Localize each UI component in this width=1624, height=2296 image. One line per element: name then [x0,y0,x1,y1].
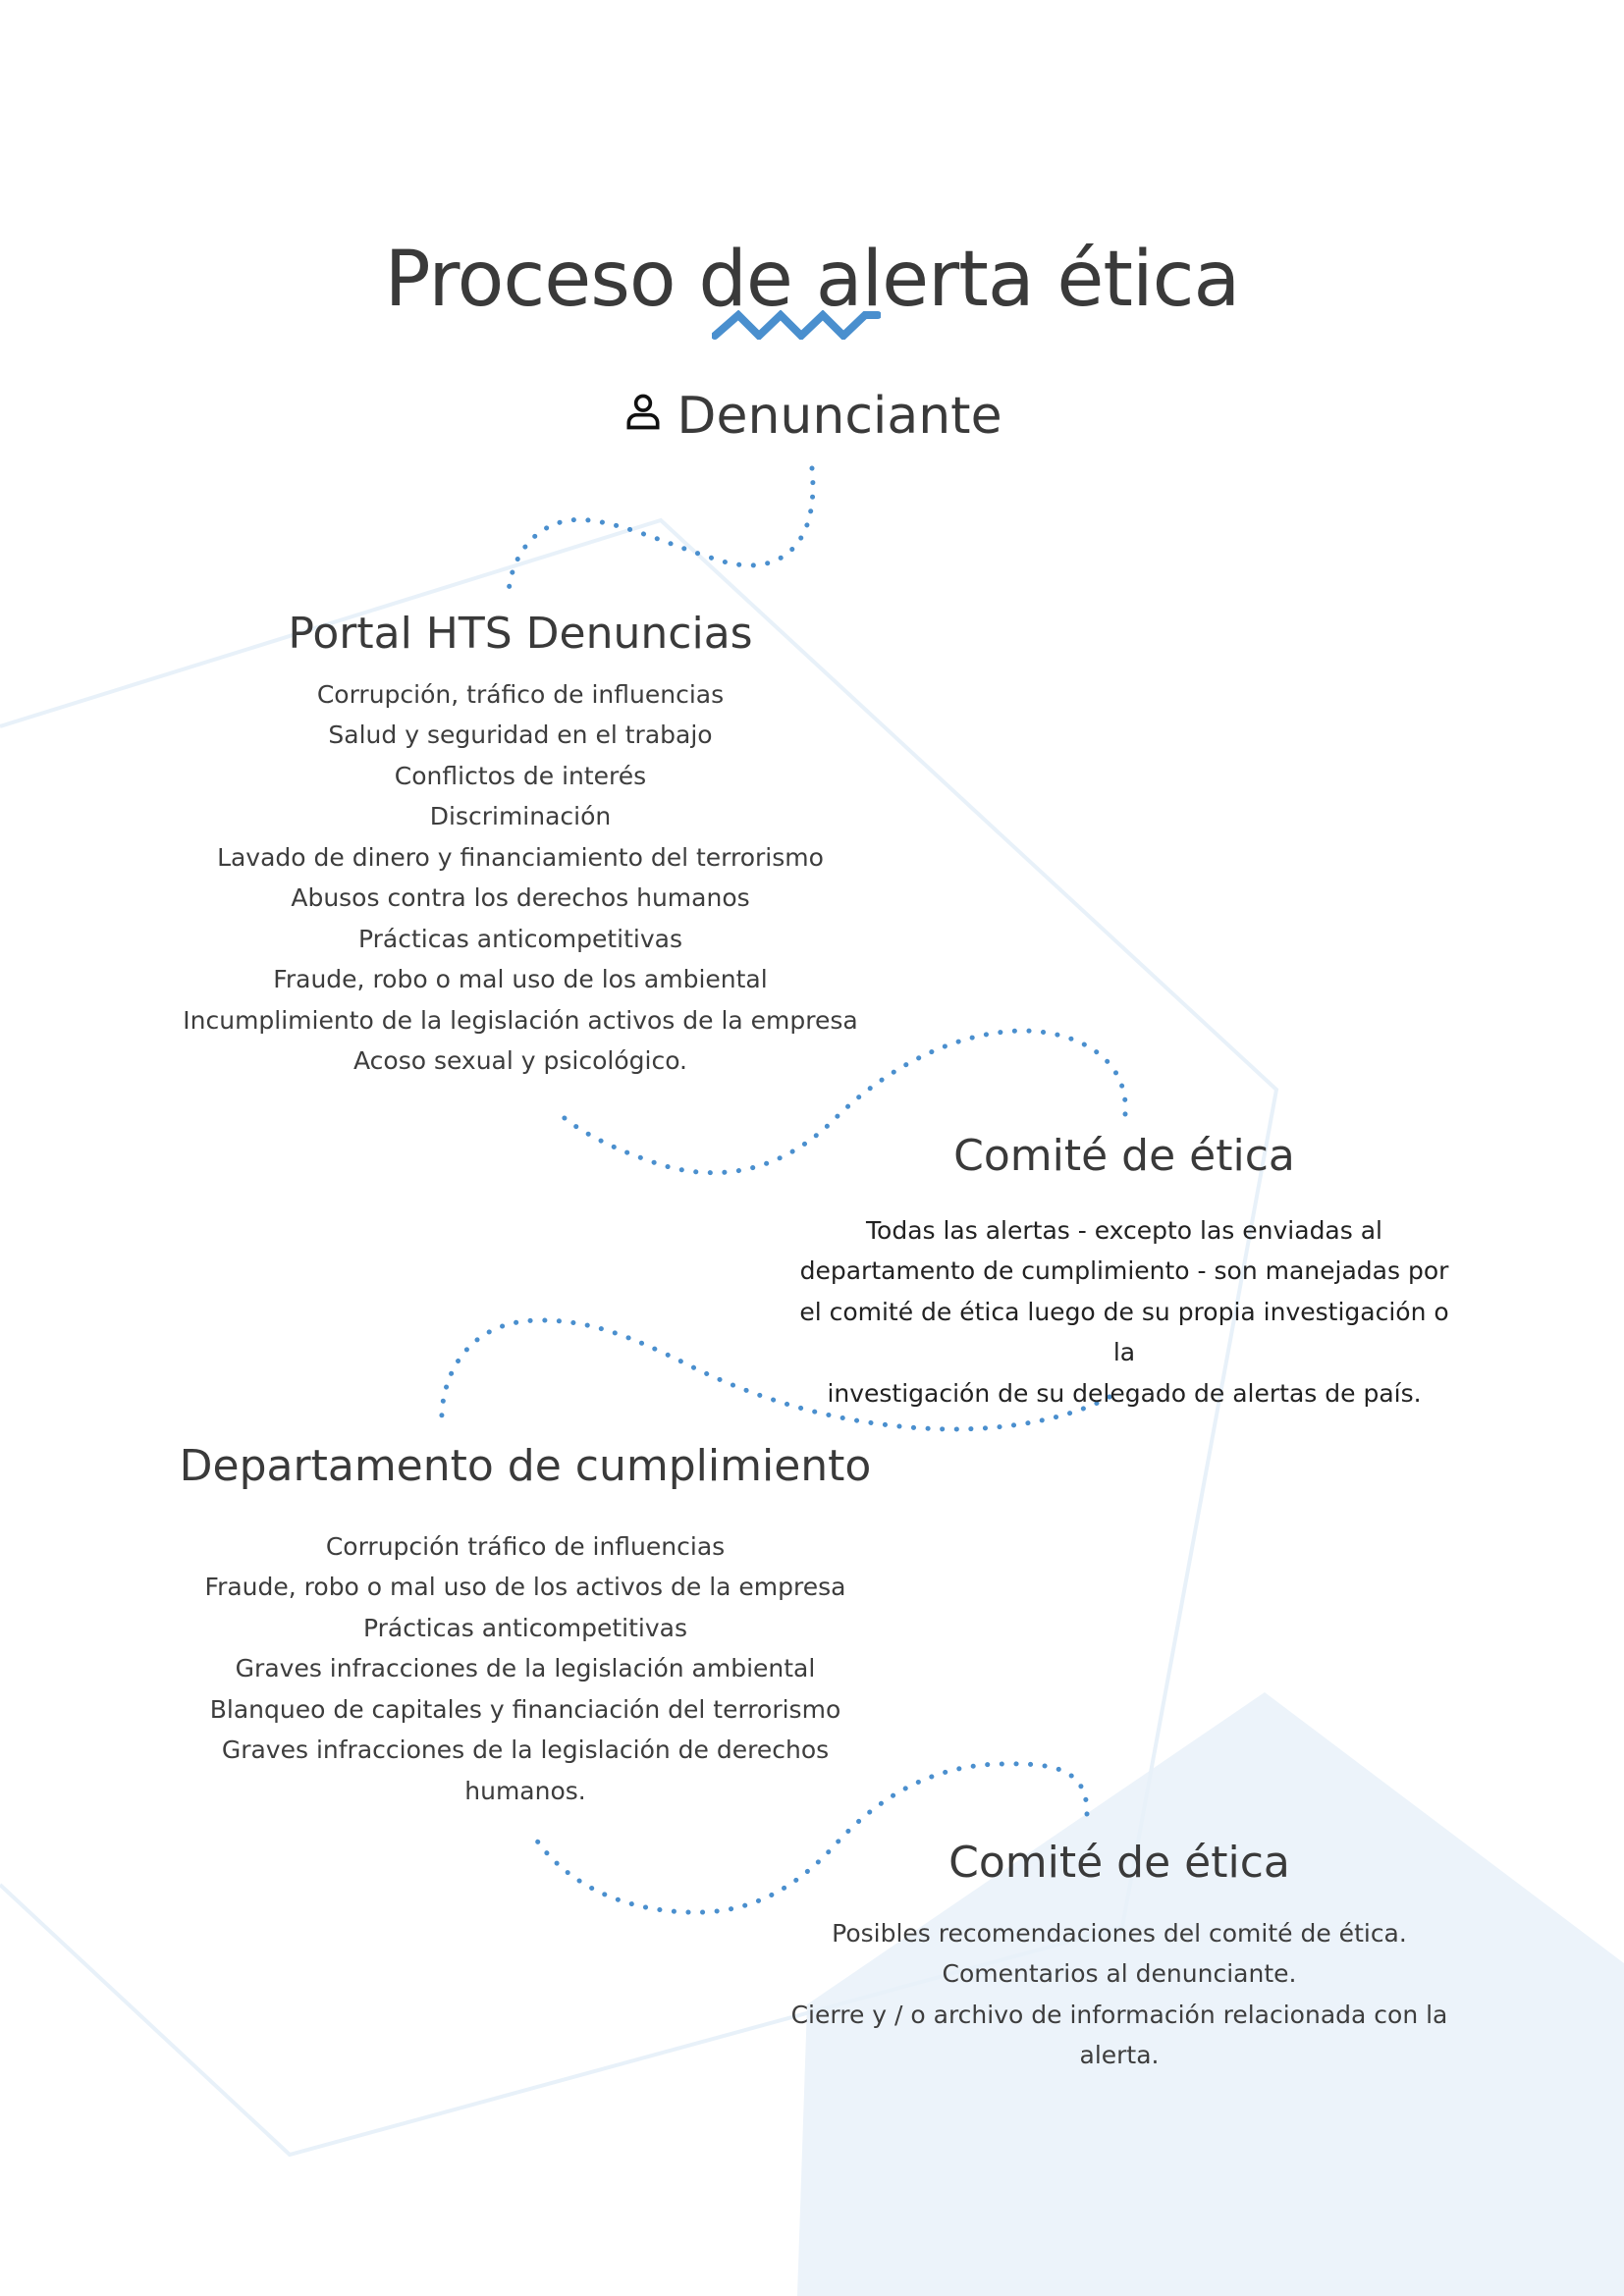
final-committee-section: Comité de ética Posibles recomendaciones… [766,1838,1473,2076]
list-item: Lavado de dinero y financiamiento del te… [217,842,824,872]
list-item: Blanqueo de capitales y financiación del… [209,1694,841,1724]
list-item: Graves infracciones de la legislación am… [235,1654,816,1683]
list-item: Discriminación [429,802,612,831]
list-item: Posibles recomendaciones del comité de é… [832,1918,1407,1948]
list-item: Fraude, robo o mal uso de los activos de… [204,1573,846,1602]
ethics-committee-title: Comité de ética [953,1131,1295,1181]
connector-curve-1 [506,465,816,599]
list-item: Prácticas anticompetitivas [363,1613,687,1642]
list-item: Corrupción tráfico de influencias [325,1531,726,1561]
compliance-section: Departamento de cumplimiento Corrupción … [177,1441,874,1811]
list-item: Incumplimiento de la legislación activos… [183,1005,858,1035]
filled-hexagon-shape [797,1692,1624,2296]
reporter-heading: Denunciante [0,387,1624,446]
list-item: Comentarios al denunciante. [942,1959,1297,1989]
connector-curve-2 [554,1028,1128,1176]
final-committee-title: Comité de ética [948,1838,1290,1888]
reporter-label: Denunciante [677,387,1002,446]
description-line: el comité de ética luego de su propia in… [799,1297,1449,1367]
page-title: Proceso de alerta ética [384,236,1241,325]
description-line: departamento de cumplimiento - son manej… [799,1256,1449,1286]
list-item: Graves infracciones de la legislación de… [221,1735,830,1765]
ethics-committee-section: Comité de ética Todas las alertas - exce… [785,1131,1463,1414]
connector-curve-4 [531,1761,1090,1915]
compliance-title: Departamento de cumplimiento [179,1441,872,1491]
list-item: Acoso sexual y psicológico. [352,1046,687,1076]
ethics-committee-description: Todas las alertas - excepto las enviadas… [785,1210,1463,1415]
list-item: Conflictos de interés [394,761,647,790]
description-line: investigación de su delegado de alertas … [827,1378,1422,1408]
list-item: Prácticas anticompetitivas [358,924,682,953]
user-icon [622,387,665,446]
portal-title: Portal HTS Denuncias [288,609,753,659]
final-committee-items-list: Posibles recomendaciones del comité de é… [766,1913,1473,2076]
zigzag-divider [712,310,881,340]
list-item: alerta. [1079,2041,1160,2070]
description-line: Todas las alertas - excepto las enviadas… [866,1215,1382,1245]
compliance-items-list: Corrupción tráfico de influencias Fraude… [177,1526,874,1812]
portal-items-list: Corrupción, tráfico de influencias Salud… [177,674,864,1082]
outline-hexagon-shape [0,517,1279,2158]
list-item: humanos. [464,1776,586,1805]
list-item: Cierre y / o archivo de información rela… [790,2000,1448,2029]
list-item: Abusos contra los derechos humanos [291,883,750,913]
list-item: Corrupción, tráfico de influencias [316,679,725,709]
list-item: Fraude, robo o mal uso de los ambiental [273,965,768,994]
list-item: Salud y seguridad en el trabajo [328,721,713,750]
connector-curve-3 [439,1317,1112,1432]
portal-section: Portal HTS Denuncias Corrupción, tráfico… [177,609,864,1082]
